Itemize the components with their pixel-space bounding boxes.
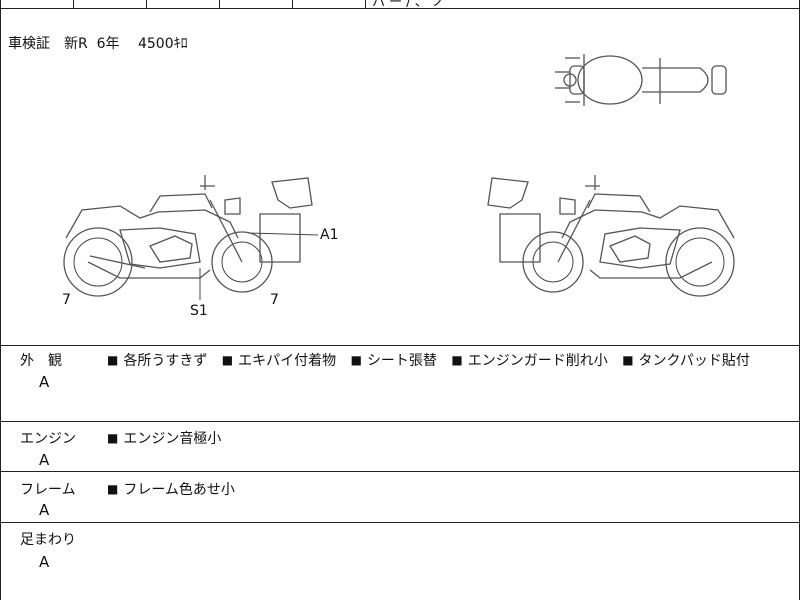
- bullet-square-icon: ■: [622, 353, 634, 367]
- notes-frame: ■ フレーム色あせ小: [107, 479, 245, 499]
- damage-code-a1: A1: [320, 227, 339, 243]
- section-label-exterior: 外 観: [20, 353, 62, 369]
- top-cell: [74, 0, 147, 8]
- left-side-view-icon: [63, 175, 319, 300]
- top-cell: [293, 0, 366, 8]
- note-item: エキパイ付着物: [238, 353, 337, 369]
- grade-engine: A: [39, 451, 50, 469]
- inspection-info: 車検証 新R 6年 4500ｷﾛ: [8, 36, 188, 52]
- section-divider: [0, 522, 800, 523]
- left-diagram-mark: 7: [62, 292, 71, 308]
- note-item: 各所うすきず: [123, 353, 208, 369]
- note-item: エンジン音極小: [123, 431, 222, 447]
- grade-suspension: A: [39, 553, 50, 571]
- section-divider: [0, 471, 800, 472]
- notes-exterior: ■ 各所うすきず ■ エキパイ付着物 ■ シート張替 ■ エンジンガード削れ小 ■ タンク…: [107, 350, 760, 370]
- grade-exterior: A: [39, 373, 50, 391]
- note-item: フレーム色あせ小: [123, 482, 235, 498]
- grade-frame: A: [39, 501, 50, 519]
- top-strip-text: ハ ー / 、 ノ: [372, 0, 445, 10]
- top-cell: [0, 0, 74, 8]
- note-item: シート張替: [366, 353, 437, 369]
- bullet-square-icon: ■: [350, 353, 362, 367]
- left-border: [0, 0, 1, 600]
- bullet-square-icon: ■: [221, 353, 234, 367]
- damage-code-s1: S1: [190, 303, 208, 319]
- bullet-square-icon: ■: [451, 353, 463, 367]
- top-cell: [220, 0, 293, 8]
- motorcycle-diagram: [63, 54, 735, 300]
- note-item: タンクパッド貼付: [638, 353, 750, 369]
- left-diagram-mark: 7: [270, 292, 279, 308]
- top-cell: [147, 0, 220, 8]
- bullet-square-icon: ■: [107, 482, 119, 496]
- note-item: エンジンガード削れ小: [467, 353, 608, 369]
- notes-engine: ■ エンジン音極小: [107, 428, 231, 448]
- section-label-suspension: 足まわり: [20, 532, 76, 548]
- bullet-square-icon: ■: [107, 353, 119, 367]
- section-label-frame: フレーム: [20, 482, 76, 498]
- top-view-icon: [555, 54, 727, 106]
- top-table-strip: [0, 0, 800, 9]
- section-divider: [0, 421, 800, 422]
- right-side-view-icon: [487, 175, 735, 297]
- bullet-square-icon: ■: [107, 431, 119, 445]
- section-divider: [0, 345, 800, 346]
- section-label-engine: エンジン: [20, 431, 76, 447]
